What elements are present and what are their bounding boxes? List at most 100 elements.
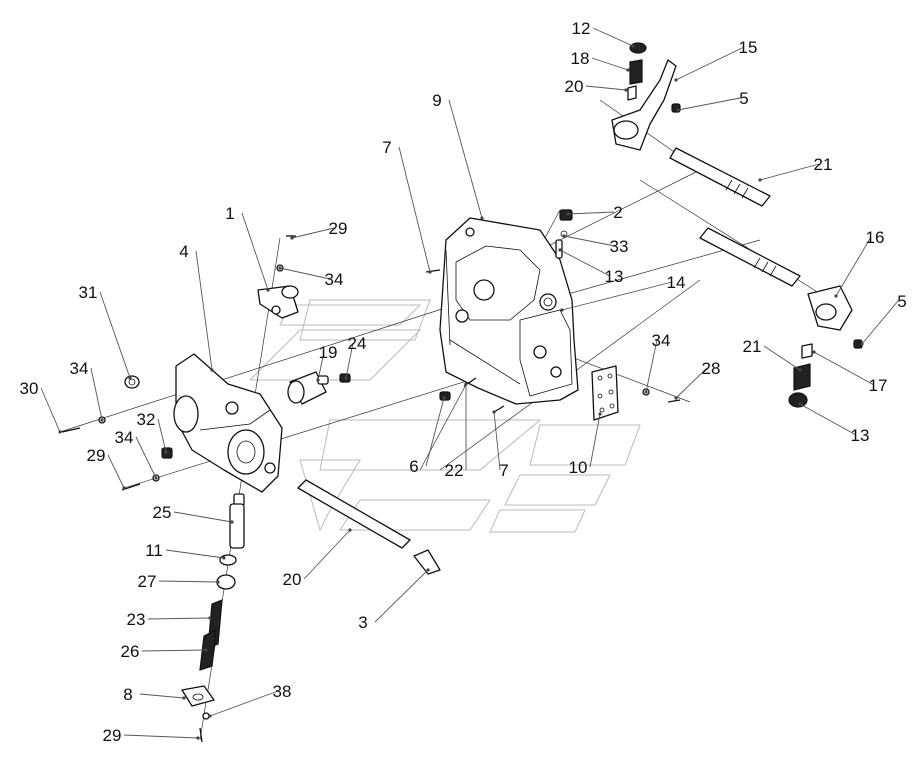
leader-line (241, 212, 269, 291)
leader-dot (834, 294, 838, 298)
valve-body-part-4 (173, 353, 283, 493)
leader-dot (798, 402, 802, 406)
leader-line (195, 250, 213, 371)
callout-label: 20 (283, 570, 302, 589)
callout-38: 38 (208, 682, 291, 718)
leader-dot (100, 418, 104, 422)
callout-14: 14 (560, 273, 685, 312)
leader-dot (428, 270, 432, 274)
leader-dot (624, 88, 628, 92)
callout-label: 33 (610, 237, 629, 256)
rod-part-20 (297, 479, 441, 575)
callout-label: 11 (145, 541, 163, 560)
leader-line (861, 300, 899, 345)
shaft-part-21-top (669, 147, 771, 207)
callout-label: 25 (153, 503, 172, 522)
callout-28: 28 (674, 359, 720, 400)
leader-dot (344, 376, 348, 380)
callout-24: 24 (344, 334, 366, 380)
callout-22: 22 (445, 382, 468, 480)
callout-label: 16 (866, 228, 885, 247)
background-watermark (248, 299, 641, 533)
leader-line (813, 351, 875, 386)
leader-dot (674, 396, 678, 400)
leader-dot (290, 236, 294, 240)
callout-5: 5 (676, 89, 749, 112)
callout-label: 24 (348, 334, 367, 353)
callout-label: 38 (273, 682, 292, 701)
leader-line (209, 690, 279, 717)
leader-dot (316, 378, 320, 382)
leader-line (317, 351, 325, 381)
leader-dot (278, 266, 282, 270)
leader-dot (558, 248, 562, 252)
leader-line (303, 529, 351, 580)
callout-label: 5 (739, 89, 748, 108)
leader-line (147, 617, 211, 620)
callout-7: 7 (492, 410, 509, 480)
leader-line (425, 397, 445, 467)
leader-dot (480, 216, 484, 220)
leader-line (585, 85, 627, 91)
leader-line (493, 411, 501, 471)
callout-7: 7 (382, 138, 432, 274)
callout-8: 8 (123, 685, 186, 704)
leader-dot (464, 382, 468, 386)
leader-line (165, 549, 225, 559)
leader-dot (164, 450, 168, 454)
callout-4: 4 (179, 242, 214, 372)
leader-dot (598, 412, 602, 416)
leader-dot (644, 390, 648, 394)
leader-line (559, 249, 611, 277)
callout-label: 10 (569, 458, 588, 477)
callout-label: 21 (814, 155, 833, 174)
callout-6: 6 (409, 396, 446, 476)
cover-plate-part-10 (591, 365, 619, 421)
callout-34: 34 (278, 266, 343, 289)
callout-27: 27 (138, 572, 220, 591)
leader-dot (812, 350, 816, 354)
callout-label: 29 (87, 446, 106, 465)
callout-label: 4 (179, 242, 188, 261)
callout-10: 10 (569, 412, 602, 477)
callout-label: 27 (138, 572, 157, 591)
callout-18: 18 (571, 49, 630, 72)
leader-line (123, 734, 199, 739)
leader-dot (442, 396, 446, 400)
leader-line (345, 342, 354, 379)
shift-fork-part-15 (611, 42, 681, 151)
callout-label: 7 (499, 461, 508, 480)
leader-dot (492, 410, 496, 414)
leader-dot (631, 44, 635, 48)
leader-line (157, 418, 167, 453)
callout-20: 20 (283, 528, 352, 589)
callout-label: 13 (851, 426, 870, 445)
leader-line (90, 367, 103, 421)
callout-label: 15 (739, 38, 758, 57)
leader-line (759, 163, 820, 181)
callout-11: 11 (145, 541, 226, 560)
leader-dot (204, 648, 208, 652)
leader-line (158, 580, 219, 583)
leader-line (563, 235, 616, 247)
callout-29: 29 (103, 726, 200, 745)
callout-15: 15 (674, 38, 757, 82)
main-housing-part-9 (439, 217, 579, 405)
callout-9: 9 (432, 91, 484, 220)
leader-line (173, 511, 233, 523)
leader-dot (210, 368, 214, 372)
leader-line (589, 413, 601, 468)
callout-label: 13 (605, 267, 624, 286)
callout-label: 26 (121, 642, 140, 661)
callout-label: 9 (432, 91, 441, 110)
callout-label: 8 (123, 685, 132, 704)
leader-line (561, 281, 673, 311)
callout-31: 31 (79, 283, 132, 380)
leader-dot (222, 556, 226, 560)
leader-dot (128, 376, 132, 380)
callout-label: 3 (358, 613, 367, 632)
leader-line (799, 403, 857, 436)
callout-23: 23 (127, 610, 212, 629)
callout-33: 33 (562, 234, 628, 256)
callout-label: 29 (103, 726, 122, 745)
